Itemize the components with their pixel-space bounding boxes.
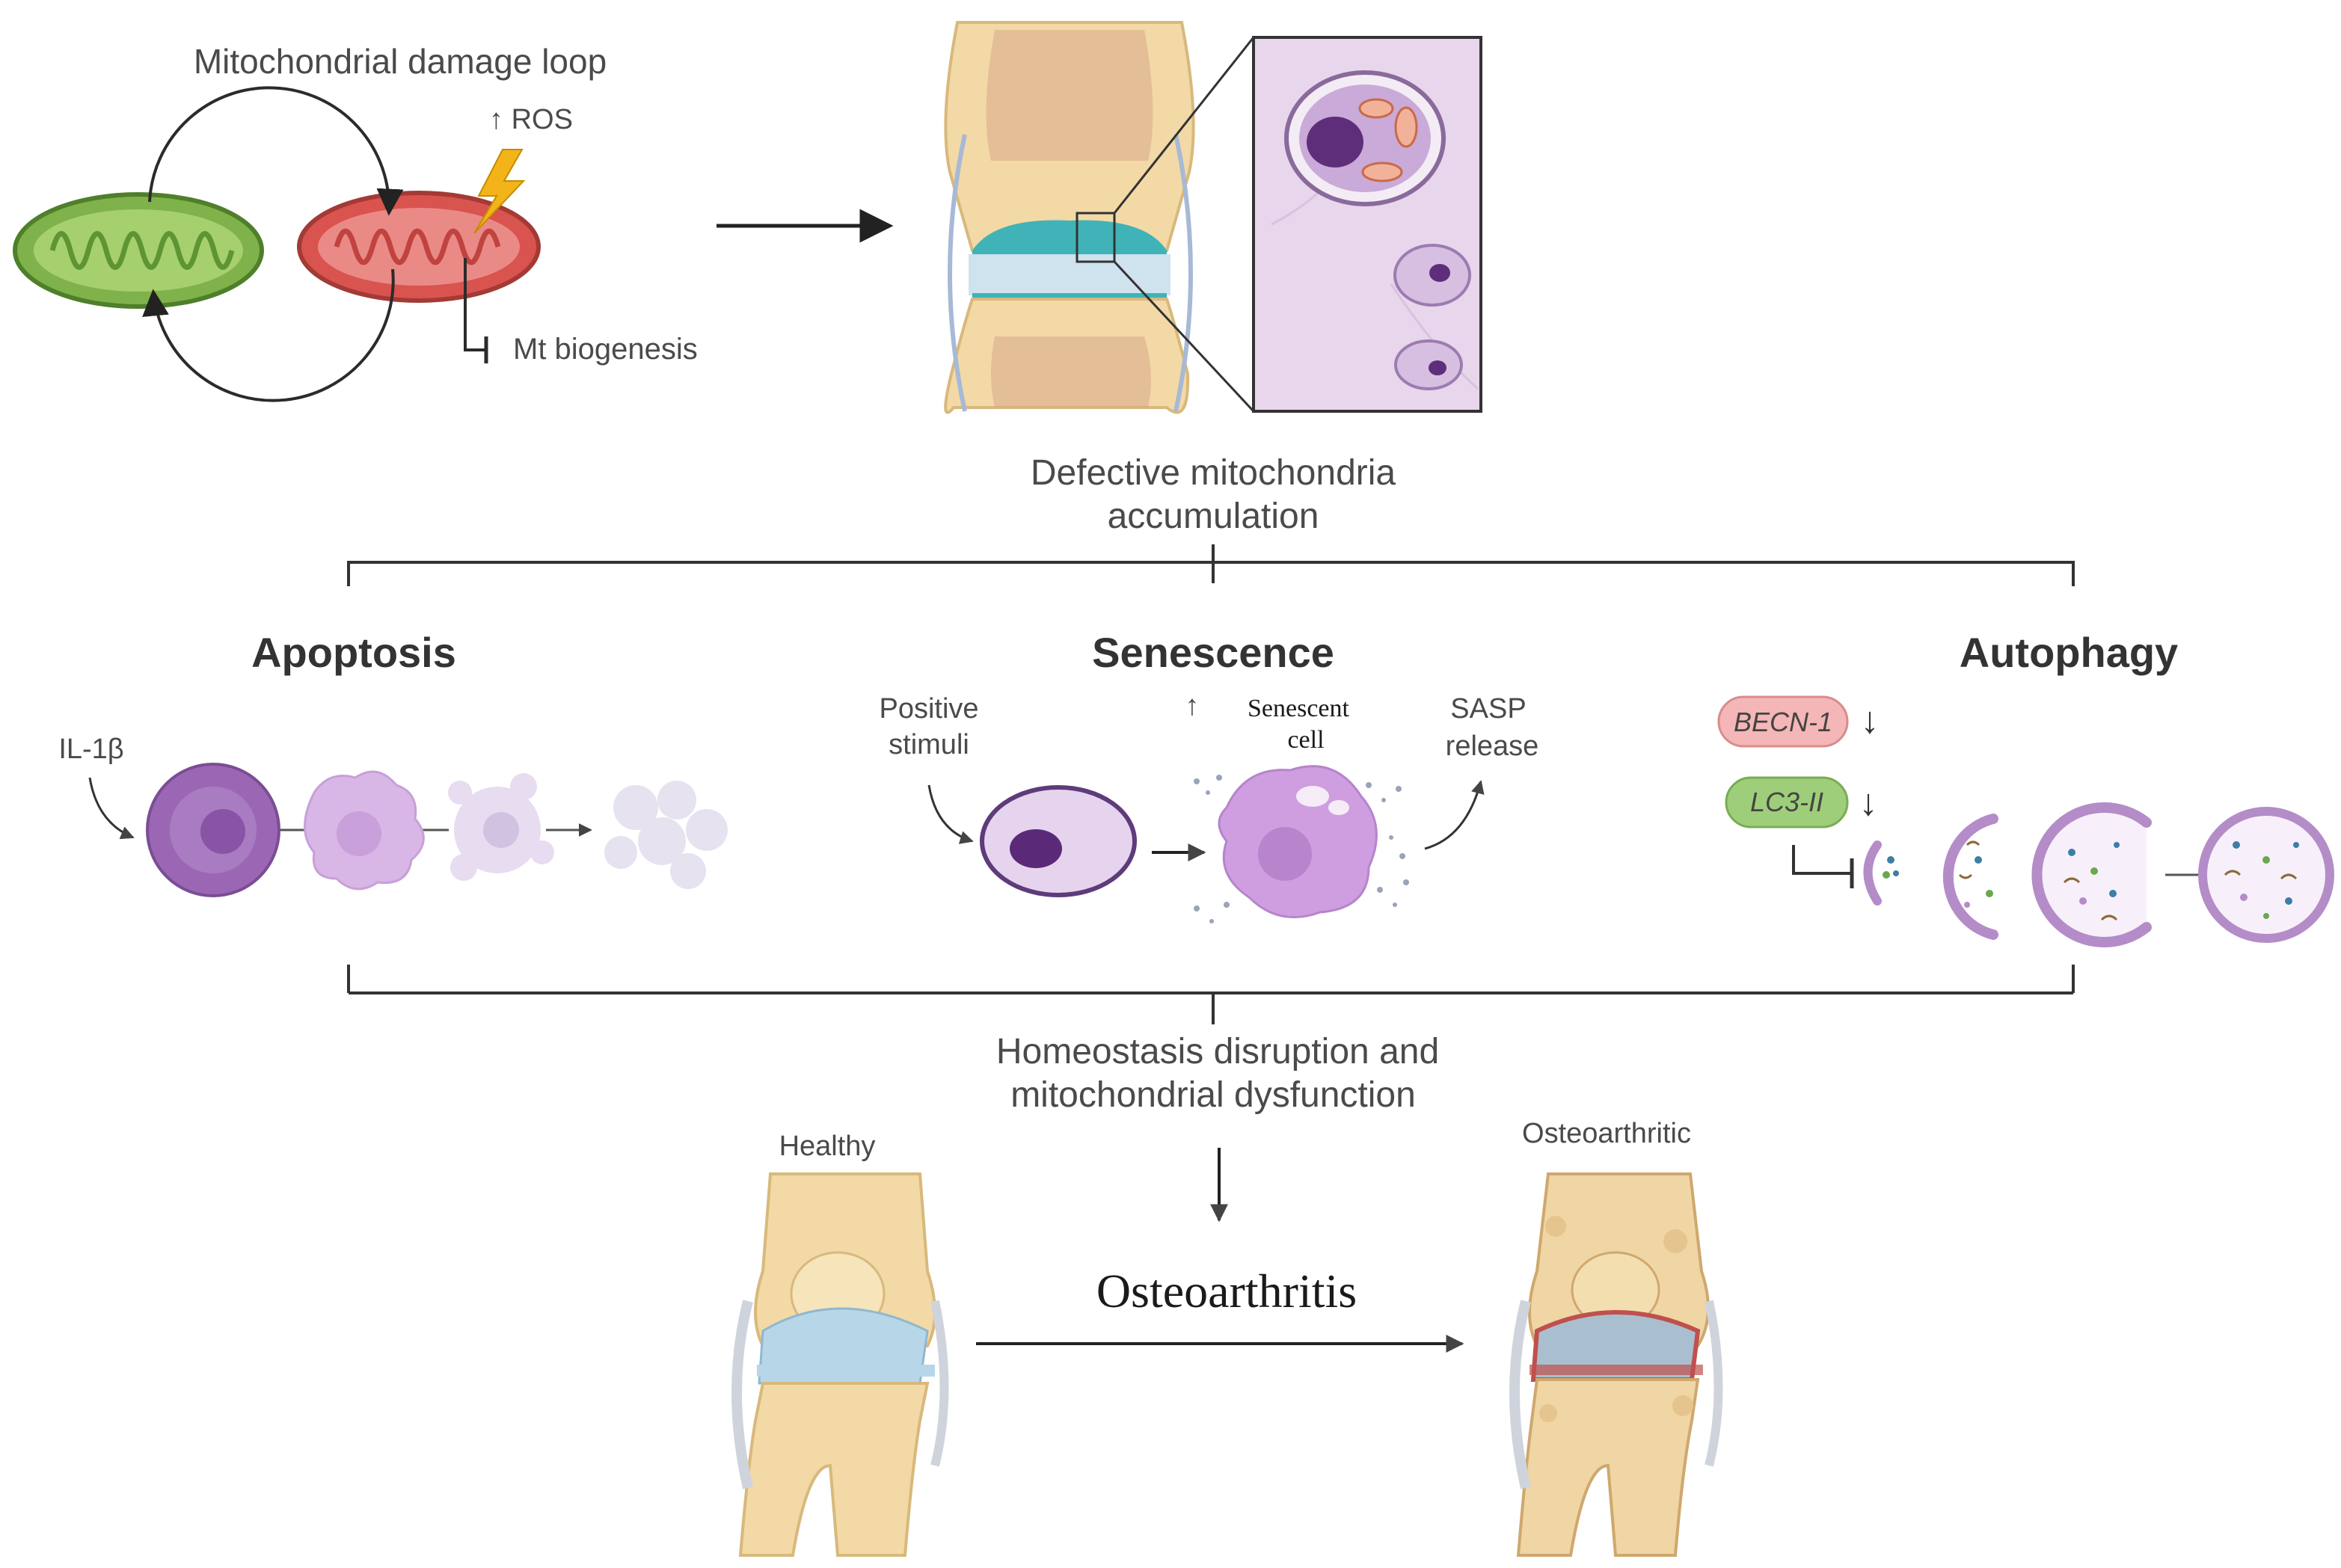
chondrocyte-icon xyxy=(1284,70,1446,206)
senescence-title: Senescence xyxy=(1092,629,1334,676)
damaged-mitochondrion-icon xyxy=(297,191,541,303)
phagophore-icon xyxy=(1863,840,1899,906)
senescent-cell-line1: Senescent xyxy=(1248,695,1350,722)
il1b-arrow xyxy=(88,777,135,840)
lc3ii-pill: LC3-II xyxy=(1725,776,1849,828)
sasp-line1: SASP xyxy=(1450,693,1526,725)
healthy-mitochondrion-icon xyxy=(13,192,264,309)
homeostasis-line1: Homeostasis disruption and xyxy=(996,1032,1439,1072)
apoptotic-bodies-icon xyxy=(604,781,728,889)
damage-loop-arrows xyxy=(142,86,404,402)
senescent-up-arrow: ↑ xyxy=(1185,690,1200,722)
mt-biogenesis-label: Mt biogenesis xyxy=(513,333,698,366)
lc3ii-down-arrow: ↓ xyxy=(1859,781,1878,823)
becn1-label: BECN-1 xyxy=(1734,707,1832,737)
stimuli-line2: stimuli xyxy=(889,729,969,760)
stimuli-arrow xyxy=(927,784,974,844)
apoptosis-title: Apoptosis xyxy=(251,629,456,676)
sasp-line2: release xyxy=(1446,731,1539,762)
blebbing-cell-icon xyxy=(448,773,554,881)
autophagy-title: Autophagy xyxy=(1960,629,2178,676)
stimuli-line1: Positive xyxy=(879,693,978,725)
sasp-particles xyxy=(1194,775,1409,923)
sasp-arrow xyxy=(1424,780,1485,850)
normal-cell-icon xyxy=(980,785,1137,897)
autophagosome-icon xyxy=(2031,802,2152,947)
zoom-line-top xyxy=(1113,37,1255,214)
knee-healthy-icon xyxy=(731,1172,949,1557)
zoom-box xyxy=(1076,212,1116,263)
loop-title: Mitochondrial damage loop xyxy=(194,42,607,81)
apoptotic-cell-stages xyxy=(146,763,728,897)
accumulation-line1: Defective mitochondria xyxy=(1031,453,1396,493)
autolysosome-icon xyxy=(2198,807,2334,943)
osteoarthritic-label: Osteoarthritic xyxy=(1522,1118,1691,1149)
osteoarthritis-label: Osteoarthritis xyxy=(1096,1264,1357,1318)
il1b-label: IL-1β xyxy=(58,734,123,765)
knee-osteoarthritic-icon xyxy=(1509,1172,1723,1557)
forming-autophagosome-icon xyxy=(1942,814,1998,940)
healthy-cell-icon xyxy=(146,763,280,897)
lc3ii-label: LC3-II xyxy=(1750,787,1823,817)
healthy-label: Healthy xyxy=(779,1131,876,1162)
chondrocyte-small-icon xyxy=(1394,339,1463,390)
zoom-line-bottom xyxy=(1113,260,1255,413)
becn1-down-arrow: ↓ xyxy=(1861,699,1880,741)
lightning-icon xyxy=(473,149,526,234)
accumulation-line2: accumulation xyxy=(1108,496,1319,536)
chondrocyte-small-icon xyxy=(1393,244,1471,307)
senescent-cell-icon xyxy=(1218,765,1378,919)
joint-icon xyxy=(944,21,1195,414)
bottom-bracket xyxy=(347,965,2075,1024)
homeostasis-line2: mitochondrial dysfunction xyxy=(1010,1075,1416,1115)
chondrocyte-zoom-panel xyxy=(1252,36,1482,413)
senescent-cell-line2: cell xyxy=(1287,726,1324,754)
top-bracket xyxy=(347,544,2075,586)
becn1-pill: BECN-1 xyxy=(1717,695,1849,748)
biogenesis-inhibition-line xyxy=(464,258,486,351)
shrinking-cell-icon xyxy=(304,770,425,891)
ros-label: ↑ ROS xyxy=(489,104,573,135)
autophagy-inhibition-line xyxy=(1792,845,1850,875)
